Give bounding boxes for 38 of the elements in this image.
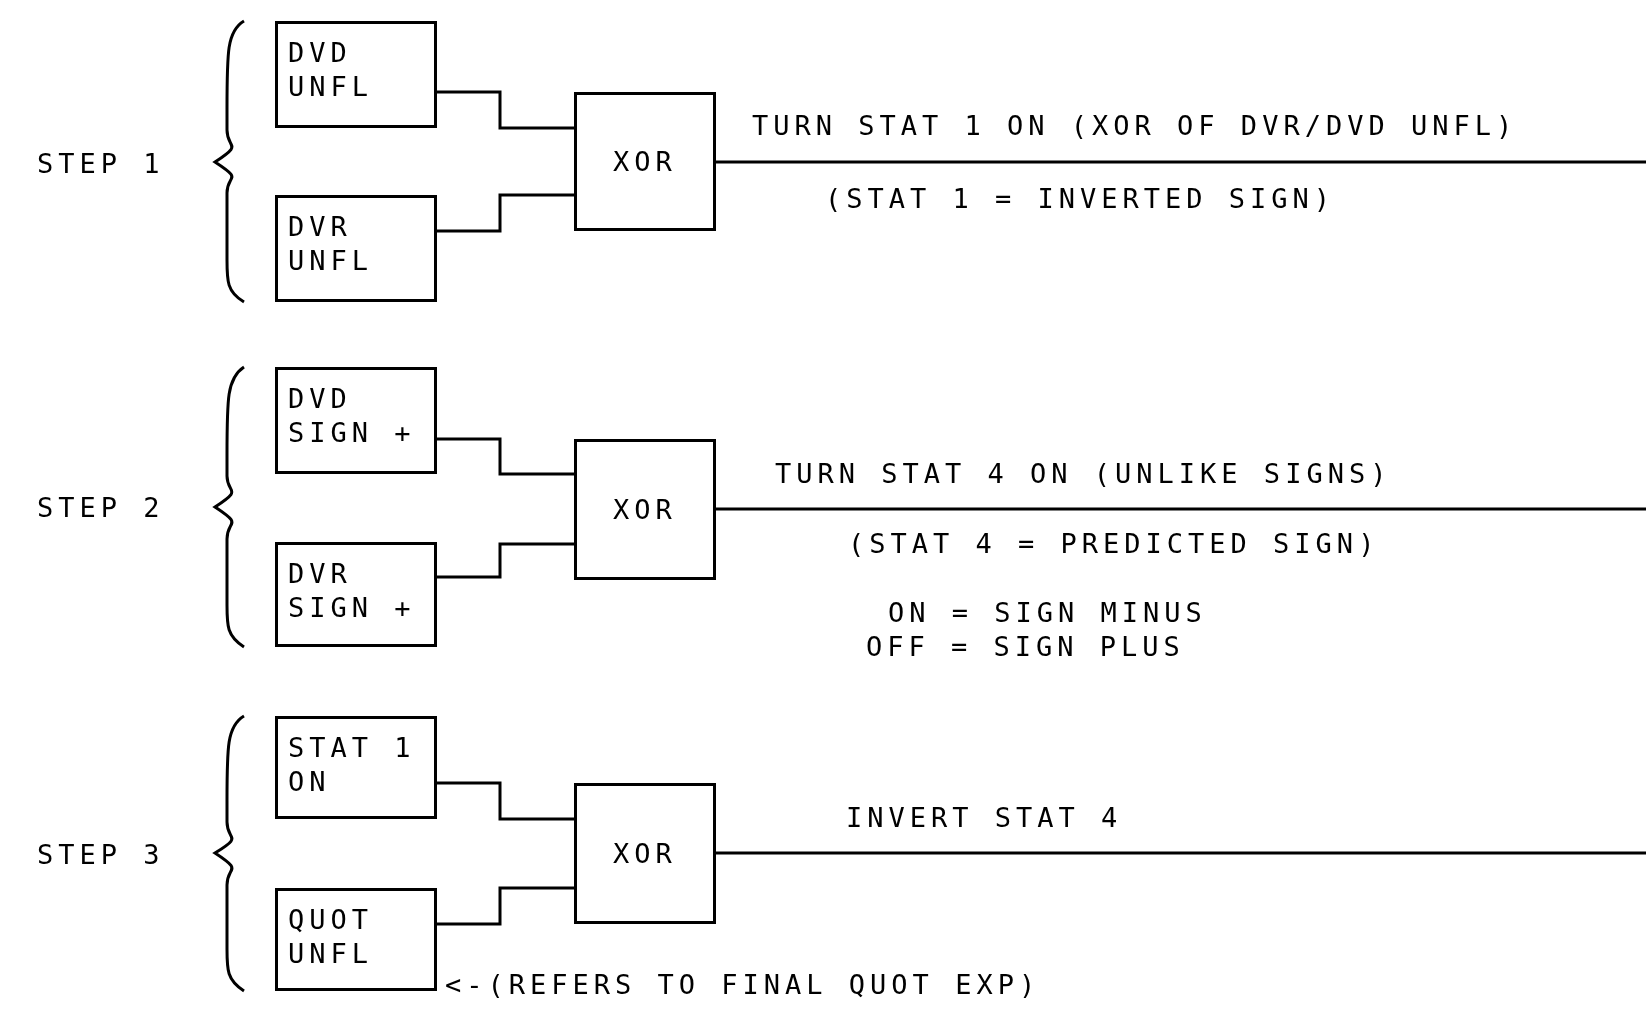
box-label: XOR — [612, 144, 678, 179]
box-label: QUOT UNFL — [288, 903, 375, 971]
box-label: DVR UNFL — [288, 210, 375, 278]
step-label: STEP 1 — [37, 147, 165, 181]
box-label: DVR SIGN + — [288, 557, 417, 625]
note-text: (STAT 4 = PREDICTED SIGN) — [848, 527, 1380, 561]
input-box — [275, 195, 437, 302]
note-text: ON = SIGN MINUS — [888, 596, 1207, 630]
box-label: DVD SIGN + — [288, 382, 417, 450]
input-box — [275, 367, 437, 474]
connector-line — [437, 886, 574, 926]
connector-line — [437, 193, 574, 233]
box-label: STAT 1 ON — [288, 731, 417, 799]
xor-gate-box — [574, 92, 716, 231]
box-label: XOR — [612, 836, 678, 871]
input-box — [275, 542, 437, 647]
box-label: DVD UNFL — [288, 36, 375, 104]
output-line — [716, 507, 1646, 511]
edge-label: INVERT STAT 4 — [846, 801, 1123, 835]
connector-line — [437, 542, 574, 579]
input-box — [275, 888, 437, 991]
note-text: <-(REFERS TO FINAL QUOT EXP) — [445, 968, 1041, 1002]
box-label: XOR — [612, 492, 678, 527]
input-box — [275, 716, 437, 819]
note-text: OFF = SIGN PLUS — [866, 630, 1185, 664]
step-label: STEP 3 — [37, 838, 165, 872]
output-line — [716, 851, 1646, 855]
connector-line — [437, 781, 574, 821]
connector-line — [437, 437, 574, 476]
connector-line — [437, 90, 574, 130]
input-box — [275, 21, 437, 128]
step-label: STEP 2 — [37, 491, 165, 525]
xor-gate-box — [574, 439, 716, 580]
edge-label: TURN STAT 4 ON (UNLIKE SIGNS) — [775, 457, 1392, 491]
xor-gate-box — [574, 783, 716, 924]
note-text: (STAT 1 = INVERTED SIGN) — [825, 182, 1336, 216]
output-line — [716, 160, 1646, 164]
edge-label: TURN STAT 1 ON (XOR OF DVR/DVD UNFL) — [752, 109, 1518, 143]
